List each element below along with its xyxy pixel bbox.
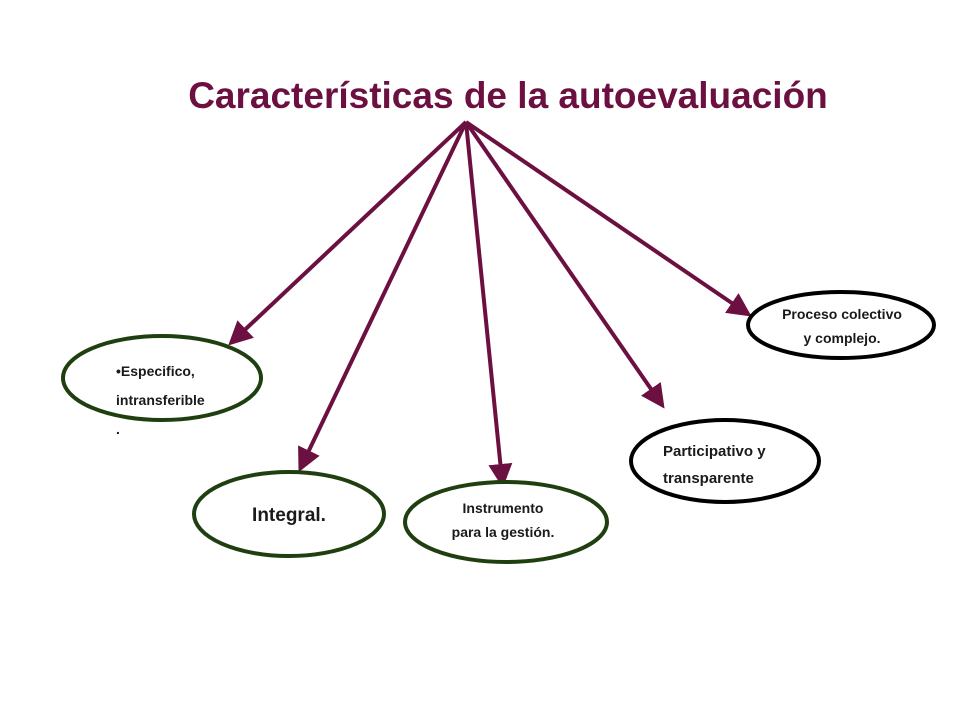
node-proceso-line-0: Proceso colectivo bbox=[782, 306, 902, 322]
diagram-title: Características de la autoevaluación bbox=[188, 75, 828, 116]
node-proceso-label: Proceso colectivo y complejo. bbox=[782, 306, 902, 346]
node-integral-line-0: Integral. bbox=[252, 505, 326, 526]
node-instrumento-ellipse bbox=[403, 480, 609, 564]
node-participativo-label: Participativo y transparente bbox=[663, 443, 766, 487]
node-integral-label: Integral. bbox=[252, 505, 326, 526]
node-participativo-line-0: Participativo y bbox=[663, 443, 766, 460]
node-integral-ellipse bbox=[192, 470, 386, 558]
arrow-to-proceso bbox=[464, 120, 752, 317]
node-instrumento-label: Instrumento para la gestión. bbox=[452, 500, 555, 540]
node-especifico-line-2: . bbox=[116, 421, 120, 437]
node-proceso-ellipse bbox=[746, 290, 936, 360]
node-proceso-line-1: y complejo. bbox=[803, 330, 880, 346]
arrow-to-instrumento bbox=[464, 121, 513, 488]
node-especifico-label: •Especifico, intransferible. bbox=[116, 363, 205, 437]
arrow-to-participativo bbox=[464, 120, 665, 409]
node-participativo-ellipse bbox=[629, 418, 821, 504]
node-instrumento-line-1: para la gestión. bbox=[452, 524, 555, 540]
node-participativo-line-1: transparente bbox=[663, 470, 754, 487]
arrows-group bbox=[228, 120, 752, 488]
node-especifico-ellipse bbox=[61, 334, 263, 422]
nodes-group: •Especifico, intransferible. Integral. Inst… bbox=[61, 290, 936, 564]
node-instrumento-line-0: Instrumento bbox=[463, 500, 544, 516]
node-especifico-line-0: •Especifico, bbox=[116, 363, 195, 379]
arrow-to-integral bbox=[298, 121, 468, 473]
node-especifico-line-1: intransferible bbox=[116, 392, 205, 408]
arrow-to-especifico bbox=[228, 120, 468, 346]
